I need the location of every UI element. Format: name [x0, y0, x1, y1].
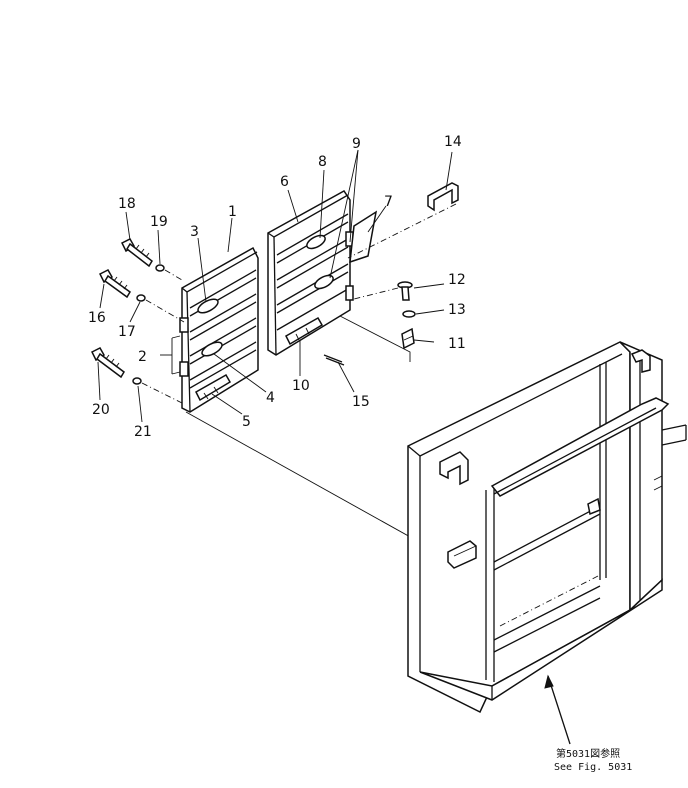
callout-11: 11: [448, 336, 466, 352]
callout-19: 19: [150, 214, 168, 230]
callout-13: 13: [448, 302, 466, 318]
callout-1: 1: [228, 204, 237, 220]
callout-15: 15: [352, 394, 370, 410]
right-door-panel: [267, 190, 354, 356]
callout-2: 2: [138, 349, 147, 365]
pin-15: [323, 354, 345, 366]
callout-9: 9: [352, 136, 361, 152]
bolt-18: [120, 238, 153, 268]
callout-16: 16: [88, 310, 106, 326]
bolt-20: [90, 347, 125, 379]
callout-14: 14: [444, 134, 462, 150]
washer-17: [136, 294, 146, 302]
callout-7: 7: [384, 194, 393, 210]
door-frame-housing: [407, 341, 687, 714]
bolt-16: [98, 269, 131, 299]
callout-8: 8: [318, 154, 327, 170]
callout-6: 6: [280, 174, 289, 190]
callout-4: 4: [266, 390, 275, 406]
callout-18: 18: [118, 196, 136, 212]
washer-21: [132, 377, 142, 385]
handle-bracket: [427, 182, 459, 212]
leader-lines: [97, 149, 571, 745]
callout-3: 3: [190, 224, 199, 240]
reference-note-jp: 第5031図参照: [556, 747, 620, 760]
screw-12: [397, 281, 413, 301]
callout-5: 5: [242, 414, 251, 430]
callout-12: 12: [448, 272, 466, 288]
callout-20: 20: [92, 402, 110, 418]
washer-13: [402, 310, 416, 318]
clip-11: [401, 327, 415, 350]
washer-19: [155, 264, 165, 272]
gasket-strip: [349, 210, 378, 264]
reference-note-en: See Fig. 5031: [554, 762, 632, 773]
callout-17: 17: [118, 324, 136, 340]
callout-10: 10: [292, 378, 310, 394]
left-door-panel: [179, 246, 259, 413]
callout-numbers: 1 2 3 4 5 6 7 8 9 10 11 12 13 14 15 16 1…: [88, 134, 466, 440]
callout-21: 21: [134, 424, 152, 440]
